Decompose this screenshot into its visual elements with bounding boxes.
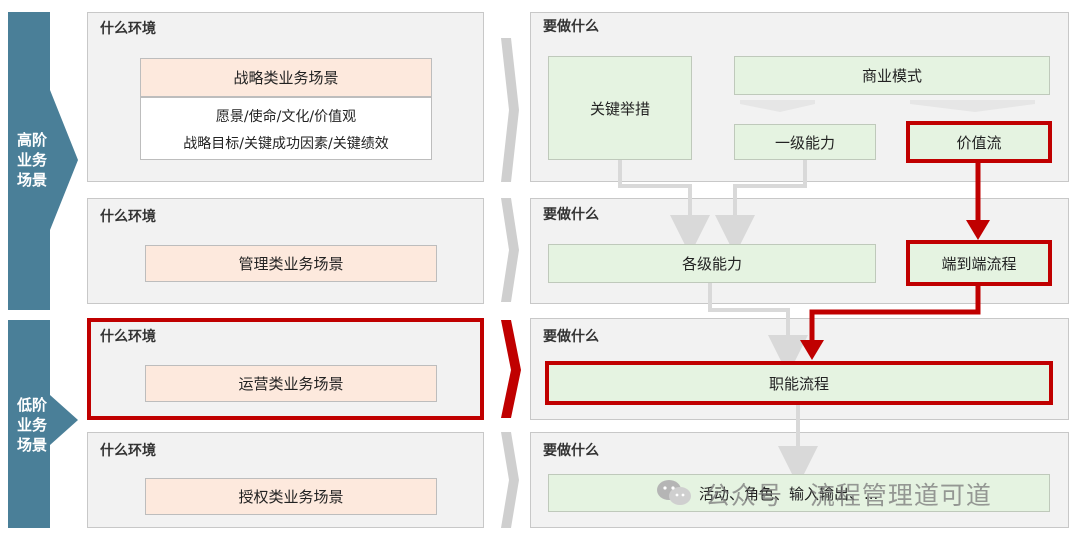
strategy-scene-details: 愿景/使命/文化/价值观 战略目标/关键成功因素/关键绩效 — [140, 97, 432, 160]
wechat-icon — [657, 480, 691, 505]
authorization-scene-box: 授权类业务场景 — [145, 478, 437, 515]
business-model-box: 商业模式 — [734, 56, 1050, 95]
activities-label: 活动、角色、输入输出、... — [699, 485, 879, 503]
functional-process-box: 职能流程 — [545, 361, 1053, 405]
all-capabilities-box: 各级能力 — [548, 244, 876, 283]
strategy-scene-box: 战略类业务场景 — [140, 58, 432, 97]
strategy-details-line1: 愿景/使命/文化/价值观 — [215, 109, 357, 125]
strategy-details-line2: 战略目标/关键成功因素/关键绩效 — [183, 136, 389, 152]
env-panel-title: 什么环境 — [100, 209, 156, 225]
todo-panel-title: 要做什么 — [543, 19, 599, 35]
watermark-text: 公众号 · 流程管理道可道 — [705, 481, 992, 510]
value-stream-box: 价值流 — [906, 121, 1052, 163]
watermark: 活动、角色、输入输出、... 公众号 · 流程管理道可道 — [655, 476, 1055, 510]
env-panel-title: 什么环境 — [100, 329, 156, 345]
low-level-label: 低阶 业务 场景 — [16, 396, 47, 454]
high-level-side-shape — [8, 12, 78, 528]
connector-arrows — [618, 100, 1035, 486]
e2e-process-box: 端到端流程 — [906, 240, 1052, 286]
level1-capability-box: 一级能力 — [734, 124, 876, 160]
operation-scene-box: 运营类业务场景 — [145, 365, 437, 402]
red-flow-arrows — [800, 163, 990, 360]
env-panel-title: 什么环境 — [100, 443, 156, 459]
activities-box — [548, 474, 1050, 512]
key-actions-box: 关键举措 — [548, 56, 692, 160]
management-scene-box: 管理类业务场景 — [145, 245, 437, 282]
todo-panel-title: 要做什么 — [543, 329, 599, 345]
middle-arrows — [501, 38, 521, 528]
todo-panel-title: 要做什么 — [543, 443, 599, 459]
high-level-label: 高阶 业务 场景 — [16, 131, 47, 189]
env-panel-title: 什么环境 — [100, 21, 156, 37]
todo-panel-title: 要做什么 — [543, 207, 599, 223]
